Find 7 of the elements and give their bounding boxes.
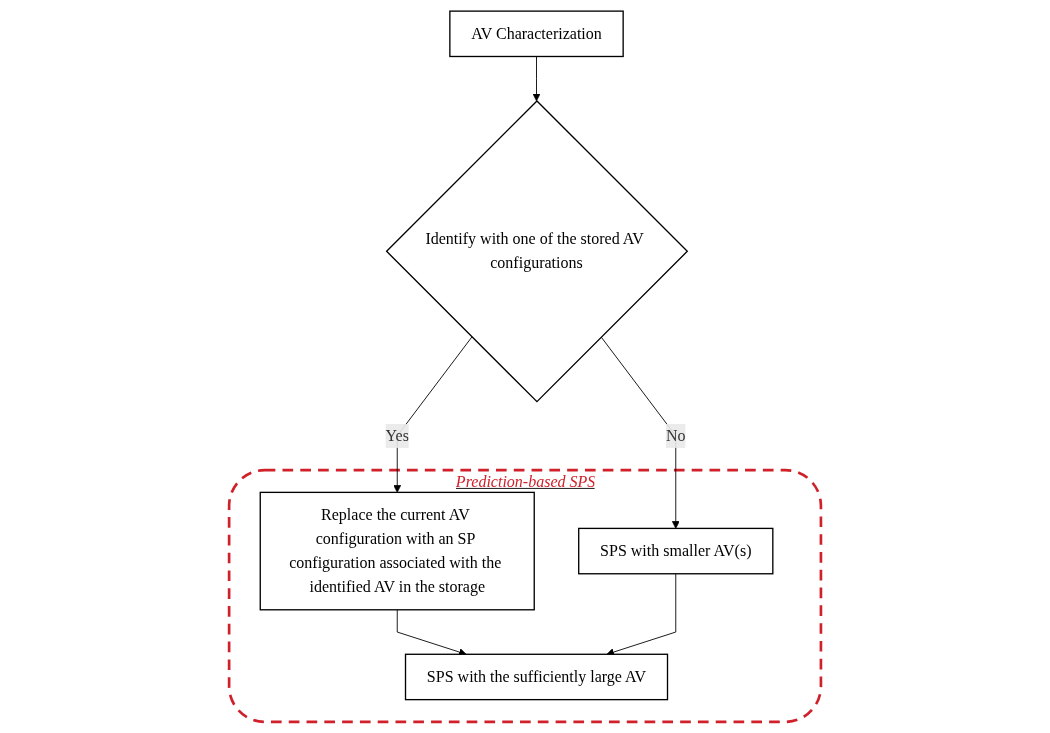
- node-box: SPS with smaller AV(s): [578, 527, 774, 575]
- node-diamond: Identify with one of the stored AV configurations: [385, 100, 689, 403]
- node-box: Replace the current AV configuration with an SP configuration associated with the identified AV in the storage: [259, 491, 535, 611]
- edge-label: Yes: [385, 426, 409, 445]
- edge-label: No: [665, 426, 686, 445]
- node-box: SPS with the sufficiently large AV: [404, 653, 669, 701]
- node-box: AV Characterization: [449, 10, 624, 58]
